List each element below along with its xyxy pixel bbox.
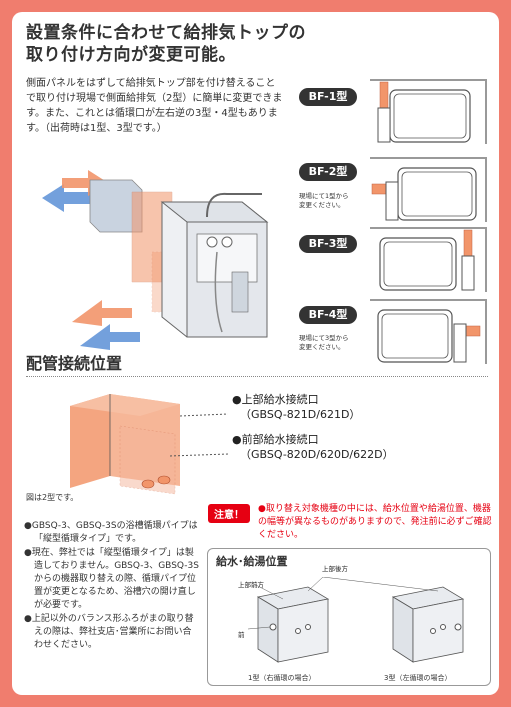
bf-type-2-label: BF-2型	[299, 163, 357, 181]
bf-type-2-note: 現場にて1型から変更ください。	[299, 192, 349, 209]
list-item: GBSQ-3、GBSQ-3Sの浴槽循環パイプは「縦型循環タイプ」です。	[24, 520, 200, 546]
water-position-diagram	[248, 577, 465, 663]
arrow-orange-bottom	[72, 300, 132, 326]
water-box-title: 給水･給湯位置	[216, 555, 288, 568]
port-front-name: ●前部給水接続口	[232, 433, 319, 446]
description: 側面パネルをはずして給排気トップ部を付け替えることで取り付け現場で側面給排気（2…	[26, 78, 283, 134]
bf-type-3-label: BF-3型	[299, 235, 357, 253]
unit-illustration	[42, 170, 269, 350]
arrow-blue-bottom	[80, 324, 140, 350]
label-top-back: 上部後方	[322, 565, 348, 573]
caution-text: ●取り替え対象機種の中には、給水位置や給湯位置、機器の幅等が異なるものがあります…	[258, 504, 492, 540]
port-front: ●前部給水接続口 （GBSQ-820D/620D/622D）	[232, 432, 394, 462]
port-top: ●上部給水接続口 （GBSQ-821D/621D）	[232, 392, 360, 422]
bf-type-4-note: 現場にて3型から変更ください。	[299, 334, 349, 351]
bf-type-1-diagram	[370, 79, 487, 144]
port-top-name: ●上部給水接続口	[232, 393, 319, 406]
figure-note: 図は2型です。	[26, 493, 79, 502]
bf-type-3-diagram	[370, 227, 487, 292]
page: 設置条件に合わせて給排気トップの 取り付け方向が変更可能。 側面パネルをはずして…	[12, 12, 499, 695]
bf-type-2: BF-2型	[299, 163, 357, 181]
caption-left: 1型（右循環の場合）	[248, 674, 316, 682]
bf-type-4-label: BF-4型	[299, 306, 357, 324]
notes-list: GBSQ-3、GBSQ-3Sの浴槽循環パイプは「縦型循環タイプ」です。 現在、弊…	[24, 520, 200, 653]
bf-type-2-diagram	[370, 157, 487, 222]
bf-type-1: BF-1型	[299, 88, 357, 106]
caption-right: 3型（左循環の場合）	[384, 674, 452, 682]
bf-type-1-label: BF-1型	[299, 88, 357, 106]
list-item: 現在、弊社では「縦型循環タイプ」は製造しておりません。GBSQ-3、GBSQ-3…	[24, 547, 200, 612]
piping-illustration	[70, 394, 229, 495]
water-position-box: 給水･給湯位置 上部後方 上部前方 前 1型（右循環の場合） 3型（左	[207, 548, 491, 686]
port-front-models: （GBSQ-820D/620D/622D）	[240, 448, 394, 461]
page-title: 設置条件に合わせて給排気トップの 取り付け方向が変更可能。	[26, 22, 306, 66]
title-line2: 取り付け方向が変更可能。	[26, 45, 236, 65]
list-item: 上記以外のバランス形ふろがまの取り替えの際は、弊社支店･営業所にお問い合わせくだ…	[24, 613, 200, 652]
bf-type-4-diagram	[370, 299, 487, 364]
port-top-models: （GBSQ-821D/621D）	[240, 408, 361, 421]
bf-type-3: BF-3型	[299, 235, 357, 253]
caution-badge: 注意！	[208, 504, 250, 523]
piping-title: 配管接続位置	[26, 354, 123, 373]
label-top-front: 上部前方	[238, 581, 264, 589]
arrow-blue-top	[42, 184, 90, 212]
section-divider	[26, 376, 488, 377]
label-front: 前	[238, 631, 245, 639]
bf-type-4: BF-4型	[299, 306, 357, 324]
title-line1: 設置条件に合わせて給排気トップの	[26, 23, 306, 43]
